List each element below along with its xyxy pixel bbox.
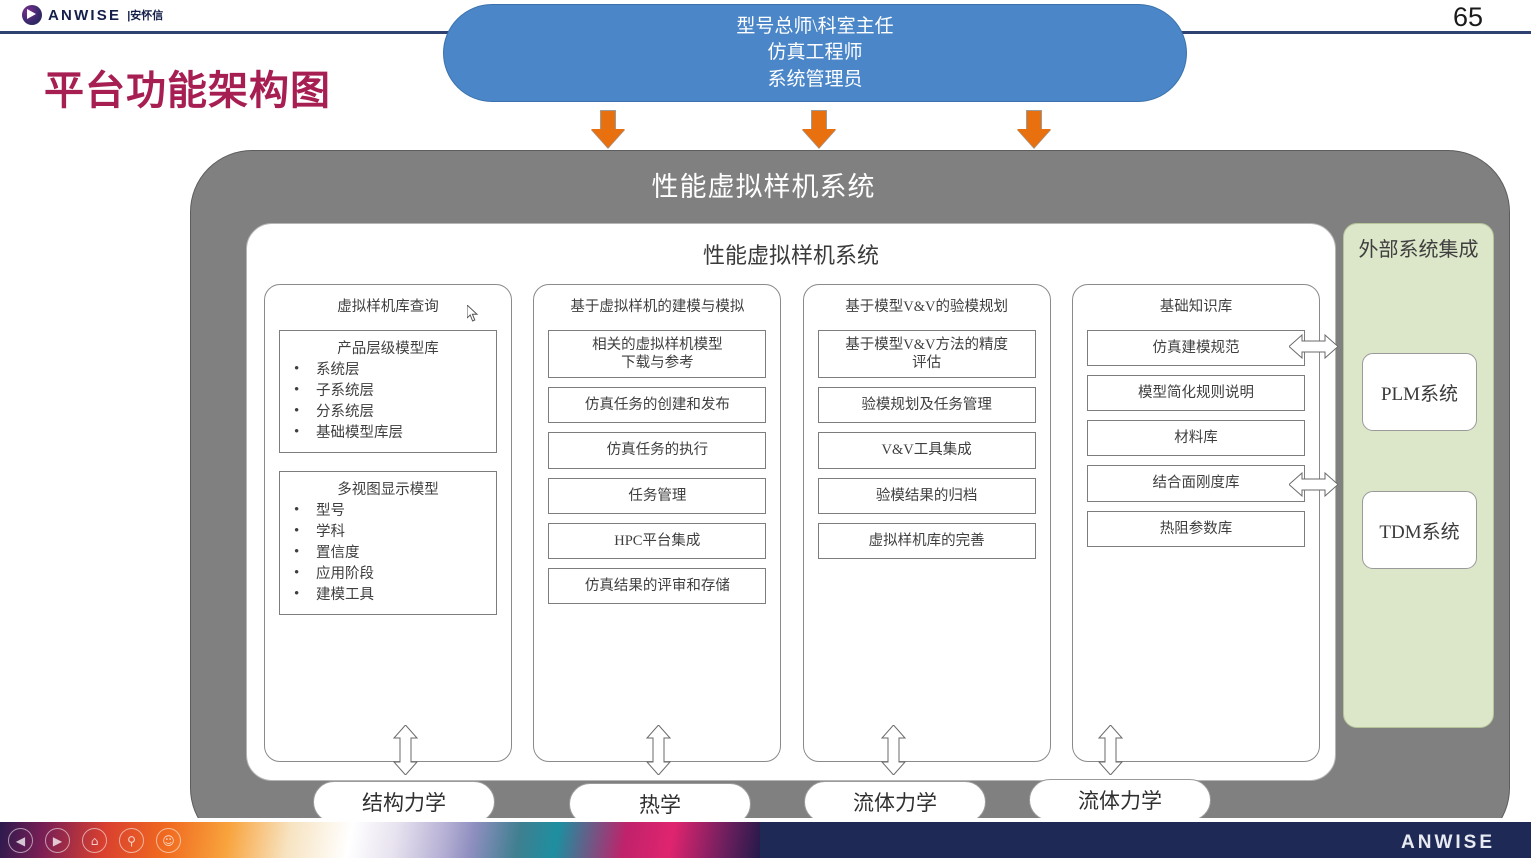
external-integration-panel: 外部系统集成 PLM系统 TDM系统 [1343,223,1494,728]
bullet-list: 系统层 子系统层 分系统层 基础模型库层 [286,359,490,444]
user-icon[interactable]: ☺ [156,828,181,853]
logo-text: ANWISE [48,6,122,24]
feature-item[interactable]: 验模规划及任务管理 [817,387,1036,424]
platform-container: 性能虚拟样机系统 性能虚拟样机系统 虚拟样机库查询 产品层级模型库 系统层 子系… [190,150,1510,850]
list-item: 基础模型库层 [286,422,490,444]
arrow-down-icon [802,110,836,148]
list-item: 学科 [286,521,490,543]
feature-item[interactable]: 基于模型V&V方法的精度评估 [817,330,1036,379]
list-item: 建模工具 [286,584,490,606]
roles-box: 型号总师\科室主任 仿真工程师 系统管理员 [443,4,1187,102]
feature-item[interactable]: 仿真任务的创建和发布 [548,387,767,424]
feature-item[interactable]: 结合面刚度库 [1086,465,1305,502]
mouse-cursor-icon [466,303,479,322]
list-item: 型号 [286,500,490,522]
list-item: 系统层 [286,359,490,381]
column-modeling-simulation[interactable]: 基于虚拟样机的建模与模拟 相关的虚拟样机模型下载与参考 仿真任务的创建和发布 仿… [533,284,782,762]
list-item: 置信度 [286,542,490,564]
column-vv-planning[interactable]: 基于模型V&V的验模规划 基于模型V&V方法的精度评估 验模规划及任务管理 V&… [802,284,1051,762]
anwise-globe-icon [22,5,42,25]
inner-panel: 性能虚拟样机系统 虚拟样机库查询 产品层级模型库 系统层 子系统层 分系统层 基… [246,223,1336,781]
logo-chinese-text: |安怀信 [127,10,164,22]
home-icon[interactable]: ⌂ [82,828,107,853]
list-item: 分系统层 [286,401,490,423]
search-icon[interactable]: ⚲ [119,828,144,853]
feature-item[interactable]: 模型简化规则说明 [1086,375,1305,412]
discipline-fluid-mechanics-2[interactable]: 流体力学 [1029,779,1211,821]
subbox-header: 多视图显示模型 [337,482,439,499]
column-header: 基于虚拟样机的建模与模拟 [570,299,745,315]
arrow-up-down-icon [880,724,907,776]
feature-item[interactable]: HPC平台集成 [548,522,767,559]
page-title: 平台功能架构图 [44,68,331,114]
page-number: 65 [1452,2,1483,32]
feature-item[interactable]: 仿真建模规范 [1086,330,1305,367]
column-header: 基于模型V&V的验模规划 [845,299,1009,315]
subbox-header: 产品层级模型库 [337,341,439,357]
arrow-down-icon [1017,110,1051,148]
container-title: 性能虚拟样机系统 [651,172,876,202]
feature-item[interactable]: 任务管理 [548,477,767,514]
column-virtual-prototype-query[interactable]: 虚拟样机库查询 产品层级模型库 系统层 子系统层 分系统层 基础模型库层 多视图… [264,284,512,762]
arrow-down-icon [591,110,625,148]
discipline-fluid-mechanics-1[interactable]: 流体力学 [804,781,986,823]
arrow-up-down-icon [645,724,672,776]
brand-logo: ANWISE |安怀信 [22,5,163,25]
arrow-up-down-icon [392,724,419,776]
feature-item[interactable]: 验模结果的归档 [817,477,1036,514]
forward-icon[interactable]: ▶ [45,828,70,853]
feature-columns: 虚拟样机库查询 产品层级模型库 系统层 子系统层 分系统层 基础模型库层 多视图… [264,284,1320,762]
taskbar-brand: ANWISE [1401,832,1495,853]
role-line-3: 系统管理员 [767,68,863,90]
external-panel-title: 外部系统集成 [1358,239,1479,261]
column-header: 虚拟样机库查询 [337,299,439,315]
inner-panel-title: 性能虚拟样机系统 [702,243,879,268]
external-system-tdm[interactable]: TDM系统 [1362,491,1477,569]
feature-item[interactable]: 材料库 [1086,420,1305,457]
arrow-left-right-icon [1289,471,1338,498]
column-header: 基础知识库 [1159,299,1233,315]
bullet-list: 型号 学科 置信度 应用阶段 建模工具 [286,500,490,606]
subbox-multiview-model[interactable]: 多视图显示模型 型号 学科 置信度 应用阶段 建模工具 [279,471,497,616]
subbox-product-model-library[interactable]: 产品层级模型库 系统层 子系统层 分系统层 基础模型库层 [279,330,497,454]
feature-item[interactable]: 相关的虚拟样机模型下载与参考 [548,330,767,379]
feature-item[interactable]: V&V工具集成 [817,432,1036,469]
taskbar-icon-group: ◀ ▶ ⌂ ⚲ ☺ [8,828,181,853]
taskbar: ◀ ▶ ⌂ ⚲ ☺ ANWISE [0,822,1531,858]
feature-item[interactable]: 仿真结果的评审和存储 [548,567,767,604]
feature-item[interactable]: 仿真任务的执行 [548,432,767,469]
arrow-left-right-icon [1289,333,1338,360]
feature-item[interactable]: 虚拟样机库的完善 [817,522,1036,559]
bottom-spacer [0,818,1531,822]
feature-item[interactable]: 热阻参数库 [1086,510,1305,547]
list-item: 应用阶段 [286,563,490,585]
column-knowledge-base[interactable]: 基础知识库 仿真建模规范 模型简化规则说明 材料库 结合面刚度库 热阻参数库 [1071,284,1320,762]
back-icon[interactable]: ◀ [8,828,33,853]
arrow-up-down-icon [1097,724,1124,776]
list-item: 子系统层 [286,380,490,402]
role-line-1: 型号总师\科室主任 [736,15,894,37]
role-line-2: 仿真工程师 [767,42,863,64]
discipline-structural-mechanics[interactable]: 结构力学 [313,781,495,823]
external-system-plm[interactable]: PLM系统 [1362,353,1477,431]
